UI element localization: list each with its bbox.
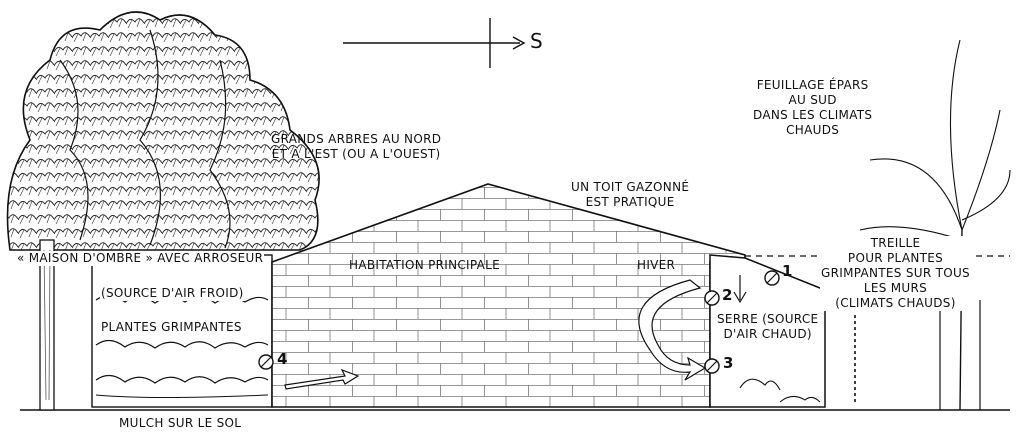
label-trellis-line-2: POUR PLANTES <box>847 251 944 265</box>
label-mulch: MULCH SUR LE SOL <box>119 416 242 430</box>
label-cold-air-source: (SOURCE D'AIR FROID) <box>100 286 245 301</box>
label-north-trees-line-2: ET A L'EST (OU A L'OUEST) <box>271 147 441 161</box>
cool-air-arrow <box>284 368 360 390</box>
vent-number-1: 1 <box>782 262 793 280</box>
label-sparse-foliage: FEUILLAGE ÉPARS AU SUD DANS LES CLIMATS … <box>752 78 873 138</box>
label-north-trees-line-1: GRANDS ARBRES AU NORD <box>271 132 442 146</box>
label-foliage-line-3: DANS LES CLIMATS <box>753 108 873 122</box>
compass-south-label: S <box>530 29 543 53</box>
label-main-dwelling: HABITATION PRINCIPALE <box>349 258 501 272</box>
vent-number-4: 4 <box>277 350 288 368</box>
label-shade-house: « MAISON D'OMBRE » AVEC ARROSEUR <box>16 251 265 266</box>
label-greenhouse: SERRE (SOURCE D'AIR CHAUD) <box>716 312 819 342</box>
label-sod-roof: UN TOIT GAZONNÉ EST PRATIQUE <box>570 180 690 210</box>
greenhouse <box>709 254 826 408</box>
label-foliage-line-1: FEUILLAGE ÉPARS <box>756 78 869 92</box>
label-winter: HIVER <box>637 258 676 272</box>
label-greenhouse-line-2: D'AIR CHAUD) <box>723 327 812 341</box>
label-trellis-line-3: GRIMPANTES SUR TOUS <box>821 266 970 280</box>
label-foliage-line-4: CHAUDS <box>786 123 840 137</box>
label-trellis-line-4: LES MURS <box>863 281 928 295</box>
label-north-trees: GRANDS ARBRES AU NORD ET A L'EST (OU A L… <box>270 132 442 162</box>
label-roof-line-1: UN TOIT GAZONNÉ <box>571 180 690 194</box>
label-trellis-line-5: (CLIMATS CHAUDS) <box>835 296 956 310</box>
vent-number-2: 2 <box>722 286 733 304</box>
label-foliage-line-2: AU SUD <box>788 93 837 107</box>
north-trees <box>6 11 320 411</box>
label-trellis-line-1: TREILLE <box>870 236 921 250</box>
label-greenhouse-line-1: SERRE (SOURCE <box>717 312 819 326</box>
label-roof-line-2: EST PRATIQUE <box>585 195 675 209</box>
vent-number-3: 3 <box>723 354 734 372</box>
label-climbing-plants: PLANTES GRIMPANTES <box>100 320 243 335</box>
label-trellis: TREILLE POUR PLANTES GRIMPANTES SUR TOUS… <box>820 236 971 311</box>
vent-markers <box>258 270 780 374</box>
south-tree <box>859 39 1011 411</box>
